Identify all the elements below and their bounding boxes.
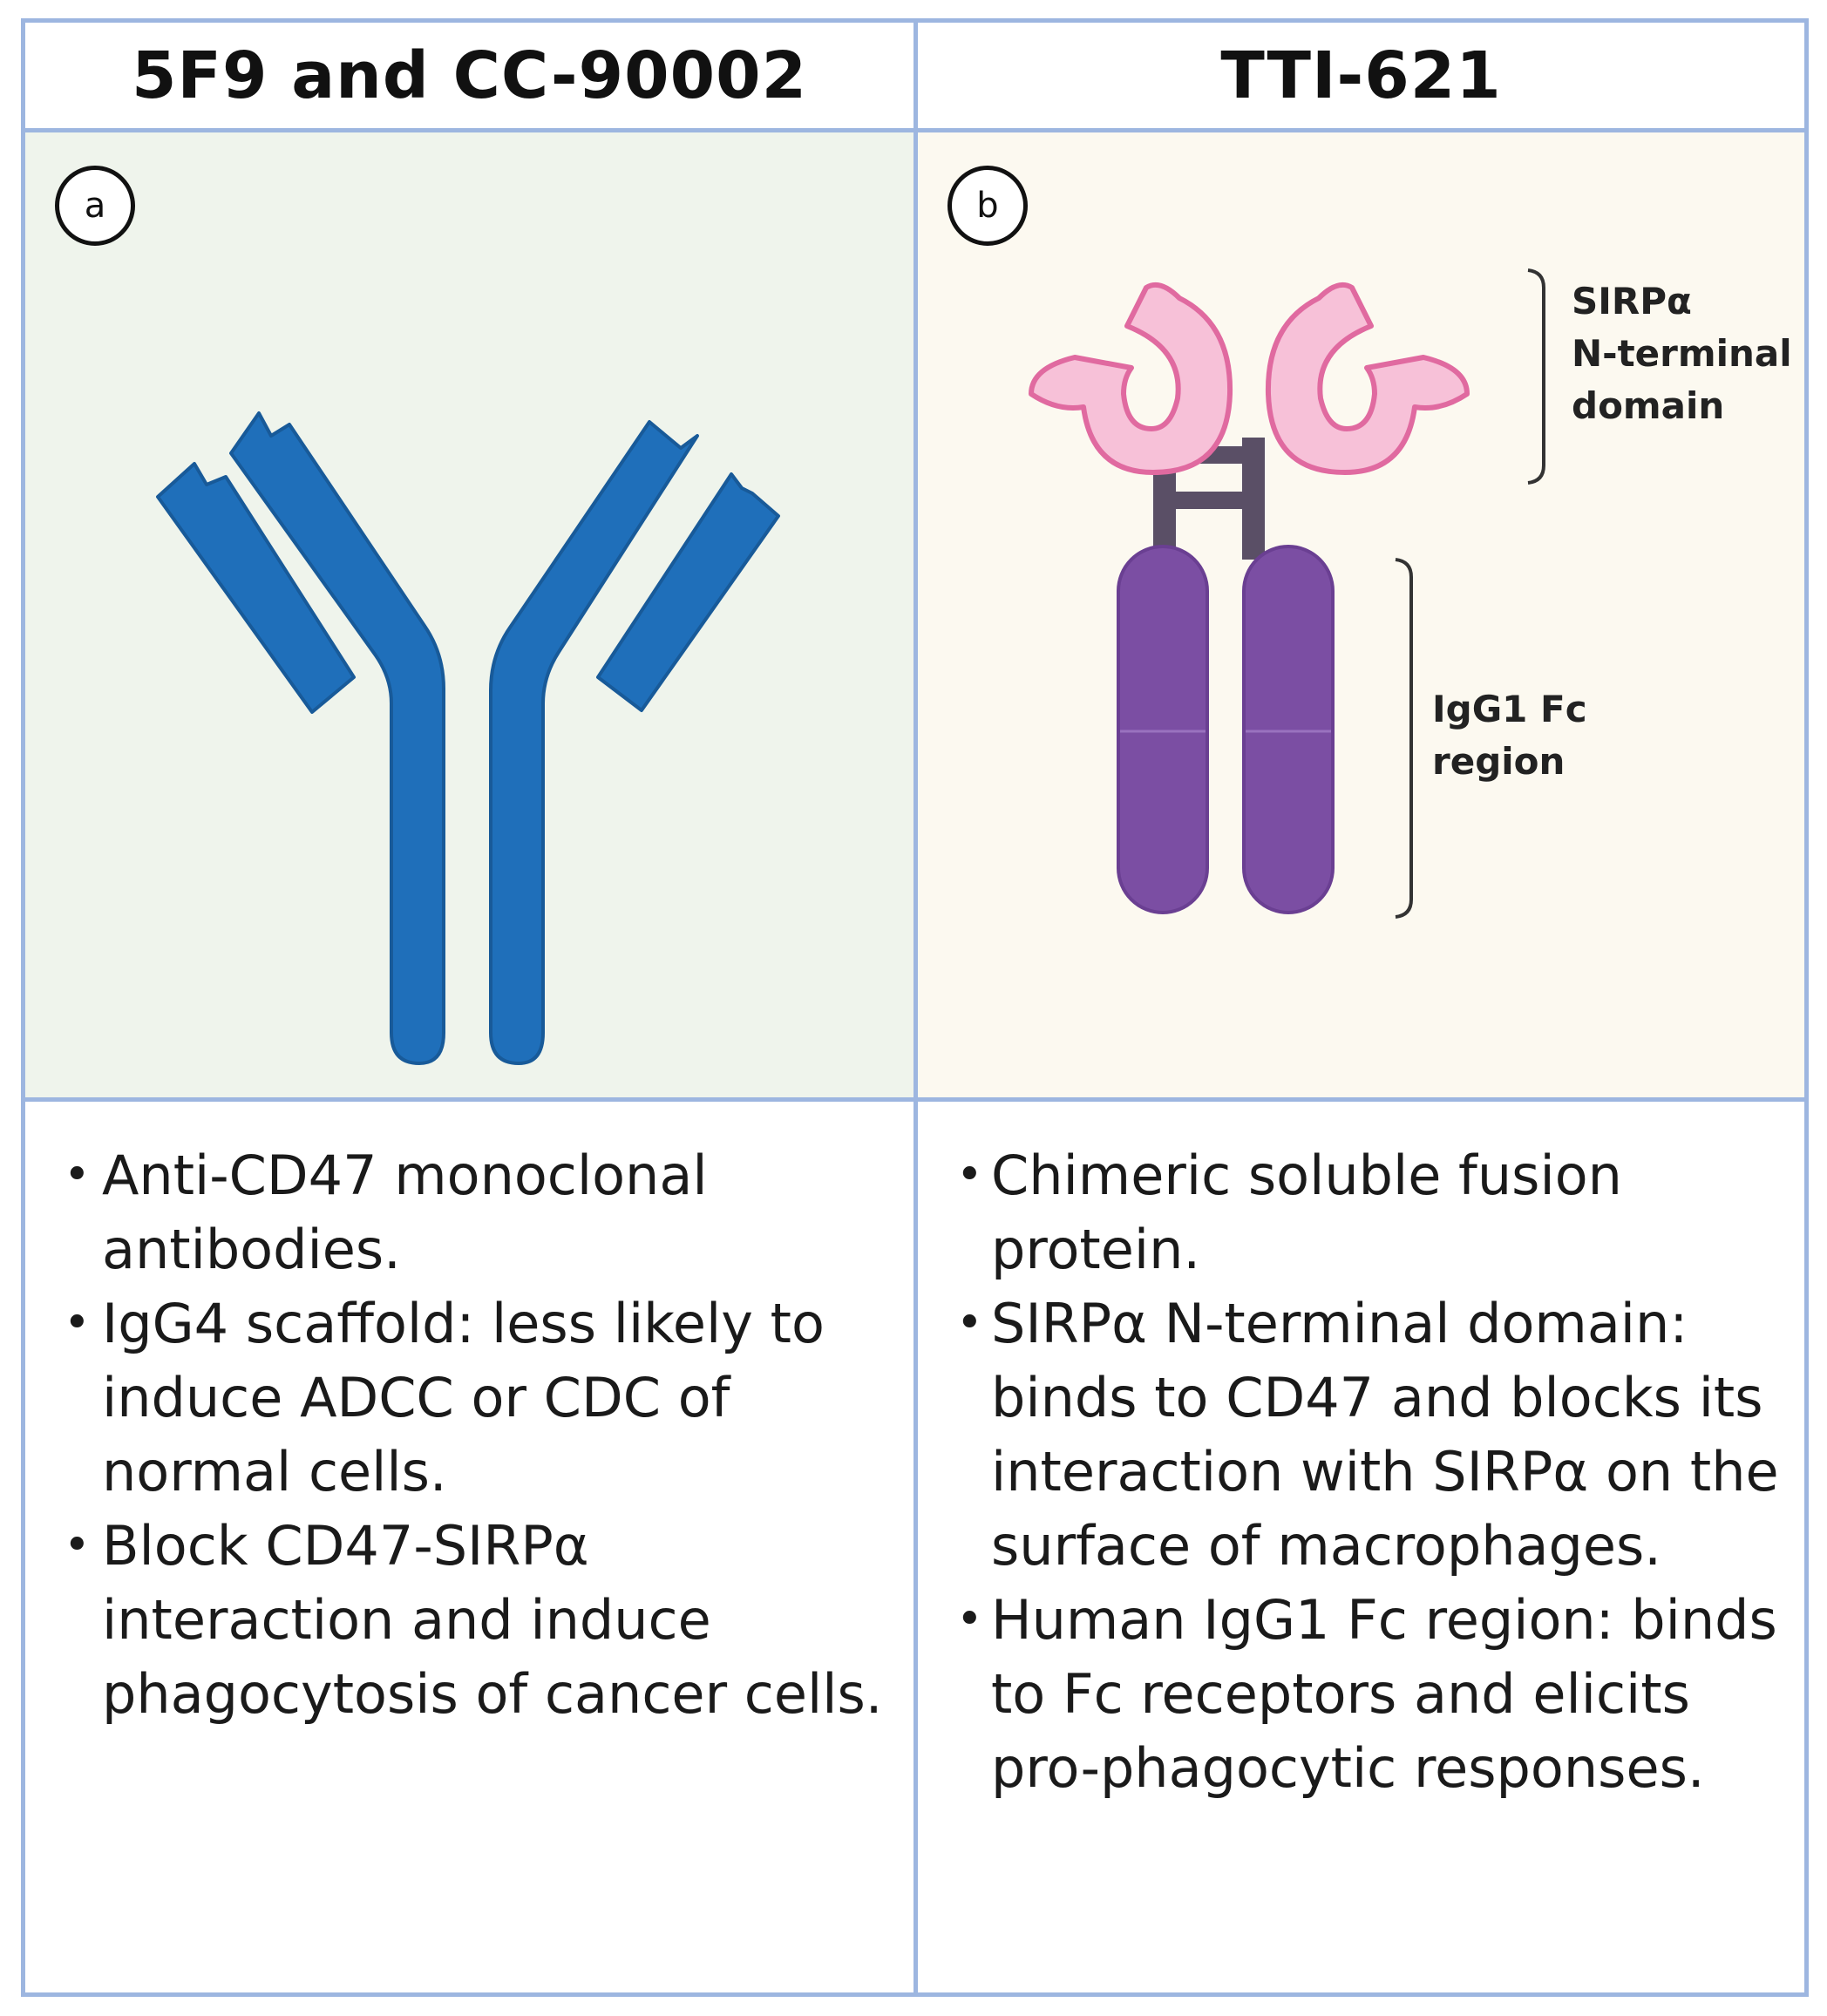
sirpa-bracket bbox=[1527, 268, 1545, 485]
fc-bracket bbox=[1395, 558, 1413, 919]
panel-a-badge: a bbox=[55, 166, 135, 246]
bullet-item: Block CD47-SIRPα interaction and induce … bbox=[25, 1509, 914, 1731]
panel-a-illustration: a bbox=[25, 132, 918, 1102]
panel-a-description: Anti-CD47 monoclonal antibodies. IgG4 sc… bbox=[25, 1102, 918, 1992]
antibody-diagram bbox=[156, 411, 780, 1065]
antibody-light-chain-right bbox=[596, 472, 780, 712]
bullet-item: Anti-CD47 monoclonal antibodies. bbox=[25, 1138, 914, 1286]
fc-chain-left bbox=[1117, 545, 1209, 914]
antibody-light-chain-left bbox=[156, 462, 356, 714]
panel-b-description: Chimeric soluble fusion protein. SIRPα N… bbox=[918, 1102, 1804, 1992]
bullet-item: SIRPα N-terminal domain: binds to CD47 a… bbox=[918, 1286, 1804, 1583]
column-title-5f9: 5F9 and CC-90002 bbox=[131, 37, 808, 113]
fc-chain-right bbox=[1242, 545, 1335, 914]
bullet-list-left: Anti-CD47 monoclonal antibodies. IgG4 sc… bbox=[25, 1102, 914, 1731]
sirpa-domain-left bbox=[1029, 282, 1233, 475]
panel-b-illustration: b bbox=[918, 132, 1804, 1102]
panel-b-badge: b bbox=[947, 166, 1028, 246]
sirpa-domain-right bbox=[1265, 282, 1470, 475]
bullet-item: Chimeric soluble fusion protein. bbox=[918, 1138, 1804, 1286]
bullet-item: IgG4 scaffold: less likely to induce ADC… bbox=[25, 1286, 914, 1509]
antibody-heavy-chain-right bbox=[489, 420, 699, 1065]
header-right: TTI-621 bbox=[918, 23, 1804, 132]
tti621-fusion-diagram bbox=[1029, 268, 1545, 919]
bullet-item: Human IgG1 Fc region: binds to Fc recept… bbox=[918, 1583, 1804, 1805]
antibody-heavy-chain-left bbox=[229, 411, 445, 1065]
header-left: 5F9 and CC-90002 bbox=[25, 23, 918, 132]
sirpa-domain-label: SIRPα N-terminal domain bbox=[1572, 280, 1792, 427]
column-title-tti621: TTI-621 bbox=[1220, 37, 1502, 113]
fc-region-label: IgG1 Fc region bbox=[1432, 688, 1587, 783]
bullet-list-right: Chimeric soluble fusion protein. SIRPα N… bbox=[918, 1102, 1804, 1805]
comparison-table: 5F9 and CC-90002 TTI-621 a b bbox=[21, 18, 1809, 1997]
